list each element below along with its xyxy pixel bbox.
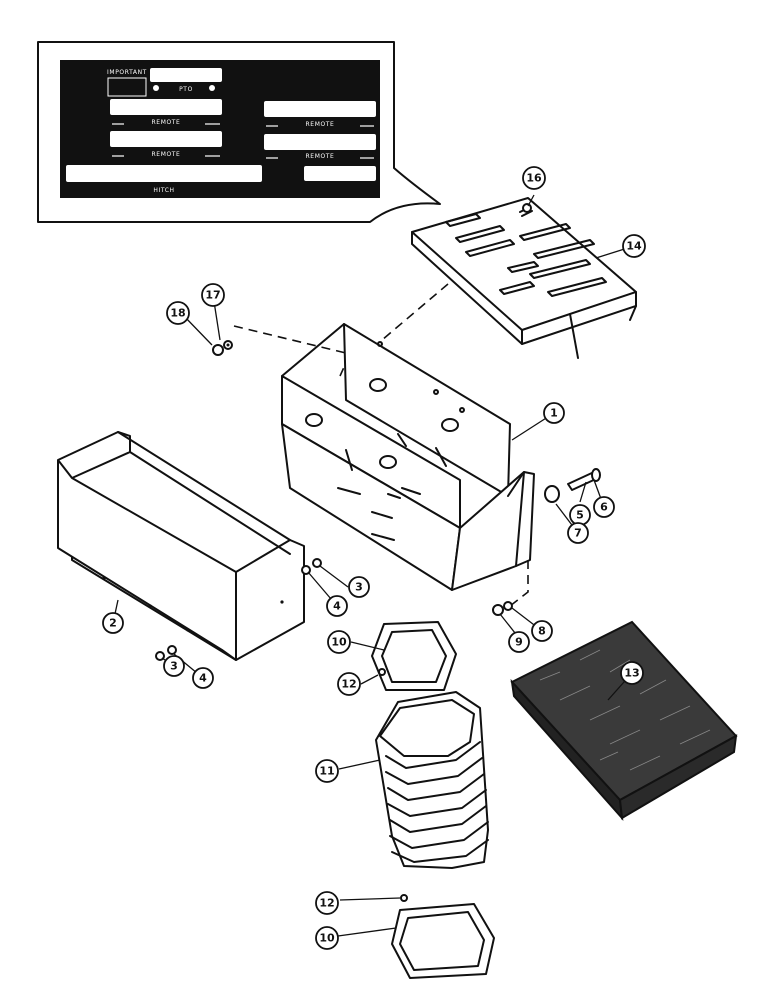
decal-arrows: [112, 123, 374, 159]
svg-text:11: 11: [319, 765, 334, 778]
svg-text:4: 4: [333, 600, 341, 613]
decal-remote-label-3: REMOTE: [152, 151, 181, 158]
callout-17: 17: [201, 283, 225, 307]
callout-1: 1: [543, 402, 565, 424]
svg-text:3: 3: [170, 660, 178, 673]
svg-text:18: 18: [170, 307, 185, 320]
callout-6: 6: [593, 496, 615, 518]
pto-right-indicator: [209, 85, 215, 91]
part-8-9-nut-washer: [492, 601, 513, 616]
svg-text:16: 16: [526, 172, 542, 185]
pto-left-indicator: [153, 85, 159, 91]
part-10-upper-frame: [371, 621, 457, 691]
svg-text:10: 10: [319, 932, 335, 945]
part-1-console-housing: [281, 323, 535, 591]
alignment-lines: [233, 283, 529, 607]
callout-5: 5: [569, 504, 591, 526]
svg-text:10: 10: [331, 636, 347, 649]
part-2-side-shield: [57, 431, 305, 661]
pto-label-field: [150, 68, 222, 82]
callout-2: 2: [102, 612, 124, 634]
decal-detail-bubble: IMPORTANT PTO REMOTE REMOTE REMOTE REMOT…: [37, 41, 441, 223]
callout-16: 16: [522, 166, 546, 190]
part-14-top-plate: [411, 197, 637, 359]
part-13-foam-pad: [510, 620, 738, 822]
decal-important-label: IMPORTANT: [107, 69, 147, 76]
callout-8: 8: [531, 620, 553, 642]
part-7-spacer: [544, 485, 560, 503]
svg-text:2: 2: [109, 617, 117, 630]
decal-remote-label-2: REMOTE: [306, 121, 335, 128]
part-11-bellows-boot: [375, 691, 489, 869]
remote-field-4: [264, 134, 376, 150]
part-16-screw: [519, 203, 533, 217]
callout-3-lower: 3: [163, 655, 185, 677]
svg-text:12: 12: [341, 678, 356, 691]
svg-text:7: 7: [574, 527, 582, 540]
svg-text:5: 5: [576, 509, 584, 522]
hitch-side-field: [304, 166, 376, 181]
svg-text:12: 12: [319, 897, 334, 910]
decal-pto-label: PTO: [179, 86, 193, 93]
part-12-screw-lower: [400, 894, 408, 902]
decal-remote-label-1: REMOTE: [152, 119, 181, 126]
svg-text:17: 17: [205, 289, 220, 302]
callout-7: 7: [567, 522, 589, 544]
callout-10-upper: 10: [327, 630, 351, 654]
callout-4-upper: 4: [326, 595, 348, 617]
remote-field-2: [264, 101, 376, 117]
callout-13: 13: [620, 661, 644, 685]
callout-11: 11: [315, 759, 339, 783]
svg-text:4: 4: [199, 672, 207, 685]
callout-10-lower: 10: [315, 926, 339, 950]
svg-text:8: 8: [538, 625, 546, 638]
part-5-6-bolt: [567, 468, 601, 491]
remote-field-1: [110, 99, 222, 115]
decal-hitch-label: HITCH: [153, 187, 174, 194]
part-10-lower-frame: [391, 903, 495, 979]
part-17-18-nut-washer: [212, 340, 233, 356]
important-box: [107, 77, 147, 97]
svg-text:13: 13: [624, 667, 639, 680]
callout-12-lower: 12: [315, 891, 339, 915]
svg-text:9: 9: [515, 636, 523, 649]
hitch-field: [66, 165, 262, 182]
svg-text:3: 3: [355, 581, 363, 594]
callout-3-upper: 3: [348, 576, 370, 598]
callout-14: 14: [622, 234, 646, 258]
callout-4-lower: 4: [192, 667, 214, 689]
svg-text:6: 6: [600, 501, 608, 514]
svg-text:1: 1: [550, 407, 558, 420]
part-3-4-fasteners: [155, 558, 322, 661]
remote-field-3: [110, 131, 222, 147]
callout-9: 9: [508, 631, 530, 653]
callout-12-upper: 12: [337, 672, 361, 696]
callout-18: 18: [166, 301, 190, 325]
decal-remote-label-4: REMOTE: [306, 153, 335, 160]
part-12-screw-upper: [378, 668, 386, 676]
svg-text:14: 14: [626, 240, 642, 253]
